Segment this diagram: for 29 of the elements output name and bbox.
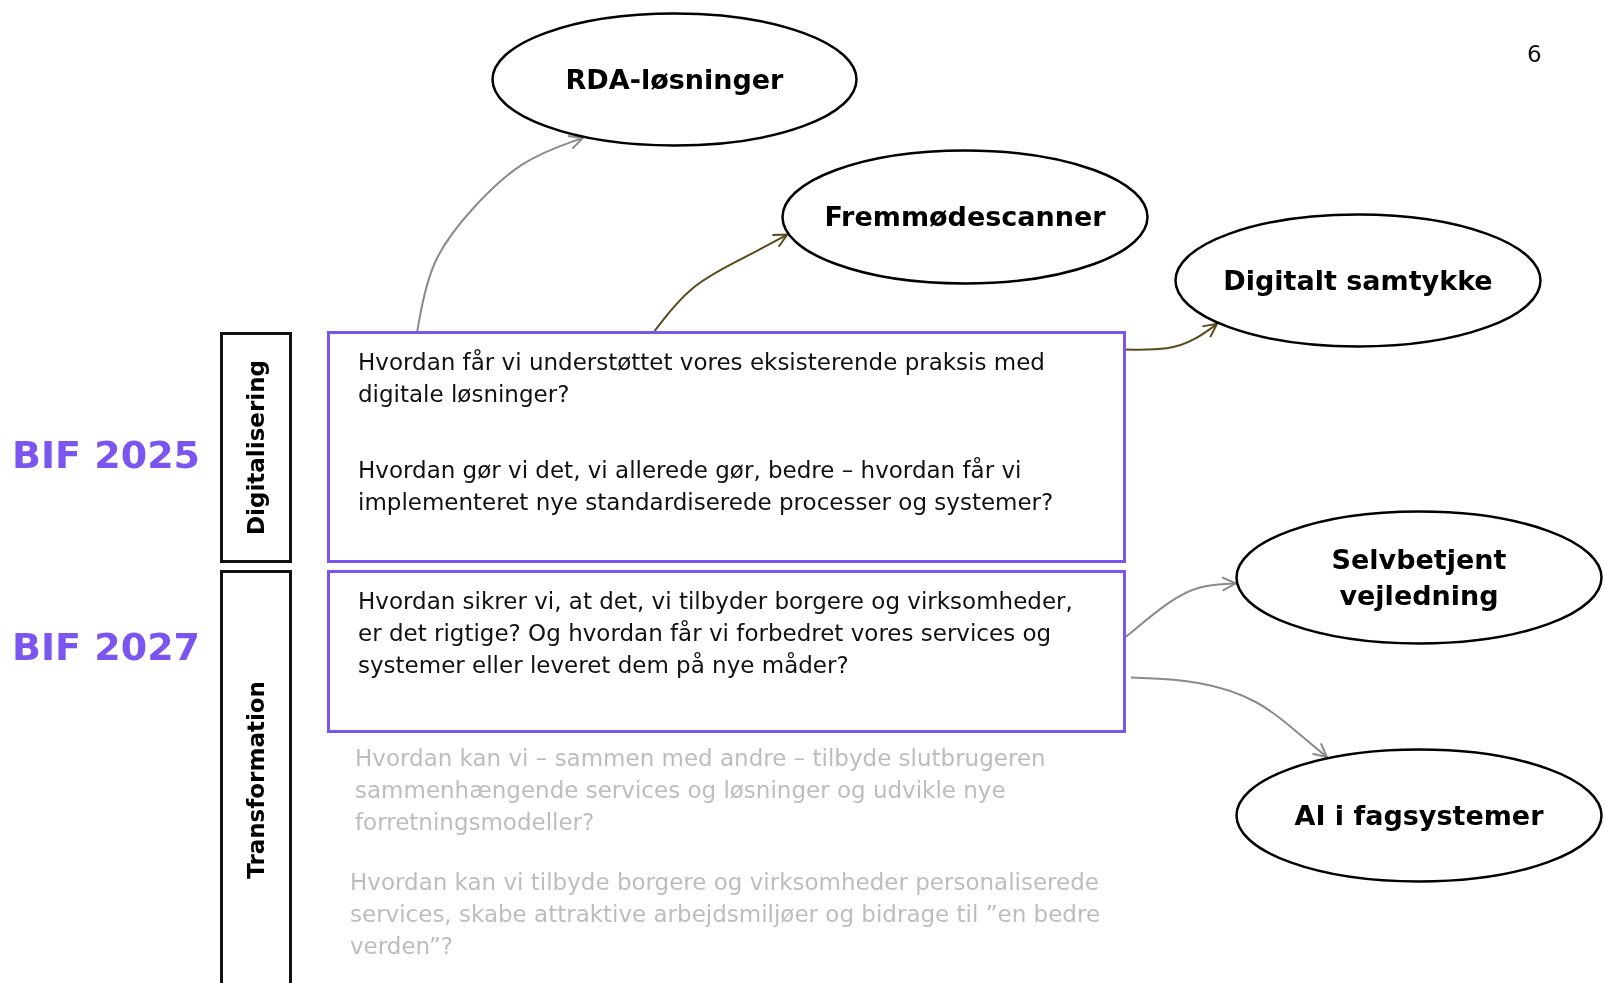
- node-label: RDA-løsninger: [564, 62, 785, 97]
- arrow: [653, 233, 789, 332]
- section-title: Transformation: [243, 681, 269, 879]
- node-label: AI i fagsystemer: [1293, 798, 1545, 833]
- question-box: [327, 331, 1126, 563]
- period-label: BIF 2025: [12, 432, 202, 478]
- question-box: [327, 570, 1126, 733]
- ellipse-node: [1235, 748, 1603, 883]
- section-title: Digitalisering: [243, 360, 269, 535]
- arrow: [1125, 322, 1219, 351]
- period-label: BIF 2027: [12, 624, 202, 670]
- question-text: Hvordan får vi understøttet vores eksisterende praksis med digitale løsninger?: [358, 348, 1046, 409]
- arrow: [416, 135, 584, 332]
- ellipse-node: [1235, 510, 1603, 645]
- node-label: Digitalt samtykke: [1222, 263, 1494, 298]
- node-label: Fremmødescanner: [823, 200, 1107, 235]
- ellipse-node: [1174, 213, 1542, 348]
- question-text: Hvordan gør vi det, vi allerede gør, bedre – hvordan får vi implementeret nye standardiserede processer og systemer?: [358, 456, 1055, 517]
- arrow: [1125, 576, 1237, 638]
- future-question-text: Hvordan kan vi tilbyde borgere og virksomheder personaliserede services, skabe attraktive arbejdsmiljøer og bidrage til ”en bedre verden”?: [350, 868, 1102, 961]
- section-band: [220, 332, 292, 563]
- ellipse-node: [781, 149, 1149, 285]
- future-question-text: Hvordan kan vi – sammen med andre – tilbyde slutbrugeren sammenhængende services og løsninger og udvikle nye forretningsmodeller?: [355, 744, 1047, 837]
- arrow: [1129, 676, 1328, 759]
- section-band: [220, 570, 292, 983]
- question-text: Hvordan sikrer vi, at det, vi tilbyder borgere og virksomheder, er det rigtige? Og hvordan får vi forbedret vores services og systemer eller leveret dem på nye måder?: [358, 587, 1074, 680]
- ellipse-node: [491, 12, 858, 147]
- page-number: 6: [1527, 40, 1543, 69]
- node-label: Selvbetjent vejledning: [1330, 543, 1508, 613]
